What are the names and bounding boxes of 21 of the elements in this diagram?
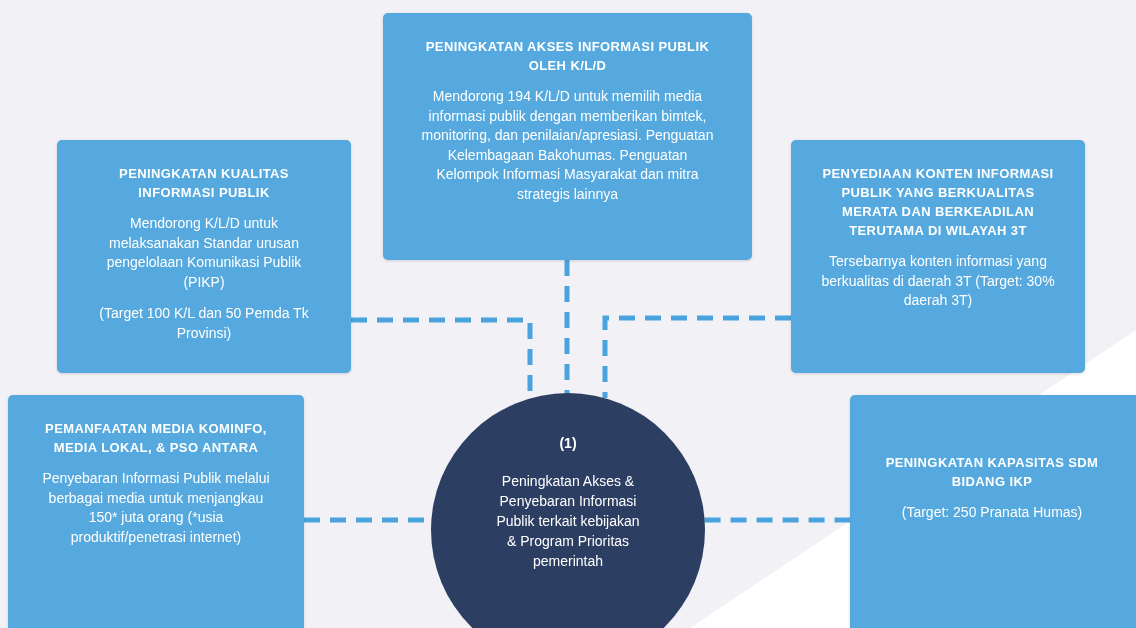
dashed-connector: [704, 517, 850, 523]
dashed-connector: [564, 260, 570, 393]
program-card: [8, 395, 304, 628]
dashed-connector: [602, 315, 791, 399]
card-text: (Target: 250 Pranata Humas): [901, 503, 1083, 522]
card-heading: PENINGKATAN KUALITAS INFORMASI PUBLIK: [118, 165, 290, 202]
card-text: Penyebaran Informasi Publik melalui berbagai media untuk menjangkau 150* juta orang (*usia produktif/penetrasi internet): [41, 469, 271, 547]
circle-number: (1): [559, 434, 577, 453]
program-card: [850, 395, 1136, 628]
card-text: Mendorong 194 K/L/D untuk memilih media informasi publik dengan memberikan bimtek, monitoring, dan penilaian/apresiasi. Penguatan Kelembagaan Bakohumas. Penguatan Kelompok Informasi Masyarakat dan mitra strategis lainnya: [420, 87, 715, 204]
card-text: (Target 100 K/L dan 50 Pemda Tk Provinsi): [99, 304, 309, 343]
card-heading: PENINGKATAN AKSES INFORMASI PUBLIK OLEH K/L/D: [424, 38, 711, 75]
program-card: [57, 140, 351, 373]
circle-text: Peningkatan Akses & Penyebaran Informasi Publik terkait kebijakan & Program Prioritas pemerintah: [495, 472, 641, 571]
program-card: [791, 140, 1085, 373]
card-heading: PEMANFAATAN MEDIA KOMINFO, MEDIA LOKAL, & PSO ANTARA: [44, 420, 268, 457]
card-text: Mendorong K/L/D untuk melaksanakan Standar urusan pengelolaan Komunikasi Publik (PIKP): [105, 214, 303, 292]
program-card: [383, 13, 752, 260]
card-text: Tersebarnya konten informasi yang berkualitas di daerah 3T (Target: 30% daerah 3T): [820, 252, 1056, 310]
card-heading: PENINGKATAN KAPASITAS SDM BIDANG IKP: [884, 454, 1100, 491]
card-heading: PENYEDIAAN KONTEN INFORMASI PUBLIK YANG BERKUALITAS MERATA DAN BERKEADILAN TERUTAMA DI WILAYAH 3T: [821, 165, 1055, 240]
